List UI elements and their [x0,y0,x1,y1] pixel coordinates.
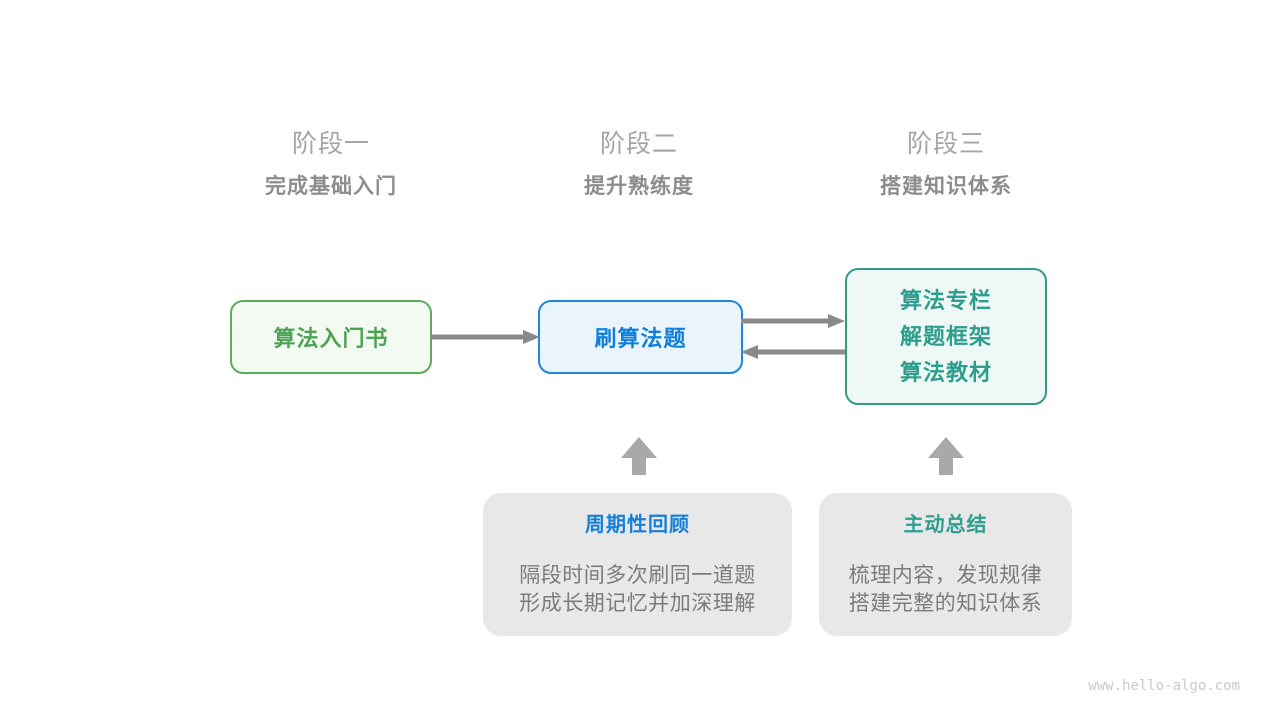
arrow-right-icon [741,314,845,328]
note-active-summary-body: 梳理内容，发现规律 搭建完整的知识体系 [819,562,1072,618]
arrow-up-icon [928,437,964,475]
site-watermark: www.hello-algo.com [1088,678,1240,694]
note-periodic-review-title: 周期性回顾 [585,514,690,536]
note-periodic-review: 周期性回顾 隔段时间多次刷同一道题 形成长期记忆并加深理解 [483,493,792,636]
stage-1-title: 阶段一 [291,130,370,158]
stage-column-3: 阶段三 搭建知识体系 [836,130,1056,199]
node-intro-book-label: 算法入门书 [273,326,389,351]
arrow-left-icon [741,345,845,359]
note-line: 搭建完整的知识体系 [848,592,1043,615]
node-resources-line-2: 解题框架 [899,323,992,349]
stage-3-title: 阶段三 [906,130,985,158]
stage-2-title: 阶段二 [599,130,678,158]
note-periodic-review-body: 隔段时间多次刷同一道题 形成长期记忆并加深理解 [483,562,792,618]
node-practice-label: 刷算法题 [594,326,687,351]
note-line: 梳理内容，发现规律 [848,564,1043,587]
note-active-summary-title: 主动总结 [903,514,988,536]
arrow-up-icon [621,437,657,475]
note-line: 隔段时间多次刷同一道题 [519,564,756,587]
node-intro-book: 算法入门书 [230,300,432,374]
note-line: 形成长期记忆并加深理解 [519,592,756,615]
node-practice-problems: 刷算法题 [538,300,743,374]
arrow-right-icon [432,330,540,344]
stage-column-2: 阶段二 提升熟练度 [529,130,749,199]
note-active-summary: 主动总结 梳理内容，发现规律 搭建完整的知识体系 [819,493,1072,636]
stage-2-subtitle: 提升熟练度 [584,175,694,198]
stage-column-1: 阶段一 完成基础入门 [221,130,441,199]
stage-3-subtitle: 搭建知识体系 [880,175,1012,198]
node-knowledge-resources: 算法专栏 解题框架 算法教材 [845,268,1047,405]
stage-1-subtitle: 完成基础入门 [265,175,397,198]
node-resources-line-1: 算法专栏 [899,287,992,313]
node-resources-line-3: 算法教材 [899,359,992,385]
